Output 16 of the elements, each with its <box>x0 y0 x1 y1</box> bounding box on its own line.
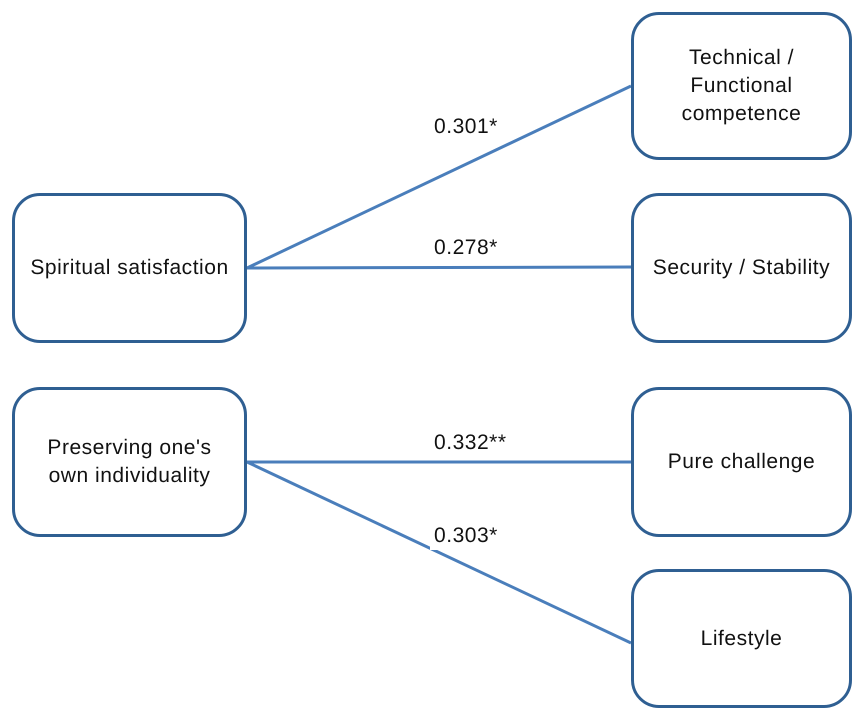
connector-line <box>247 460 631 464</box>
box-label: Preserving one's own individuality <box>46 435 213 489</box>
connector-line <box>246 460 632 644</box>
rounded-box <box>12 193 247 343</box>
box-label: Technical / Functional competence <box>680 45 802 127</box>
box-label: Lifestyle <box>700 626 782 652</box>
box-label: Pure challenge <box>668 449 816 475</box>
box-label: Spiritual satisfaction <box>30 255 229 281</box>
box-label: Security / Stability <box>652 255 830 281</box>
connector-line <box>247 266 631 270</box>
rounded-box <box>631 387 852 537</box>
rounded-box <box>631 569 852 708</box>
rounded-box <box>631 193 852 343</box>
rounded-box <box>12 387 247 537</box>
rounded-box <box>631 12 852 160</box>
connector-line <box>246 84 632 270</box>
